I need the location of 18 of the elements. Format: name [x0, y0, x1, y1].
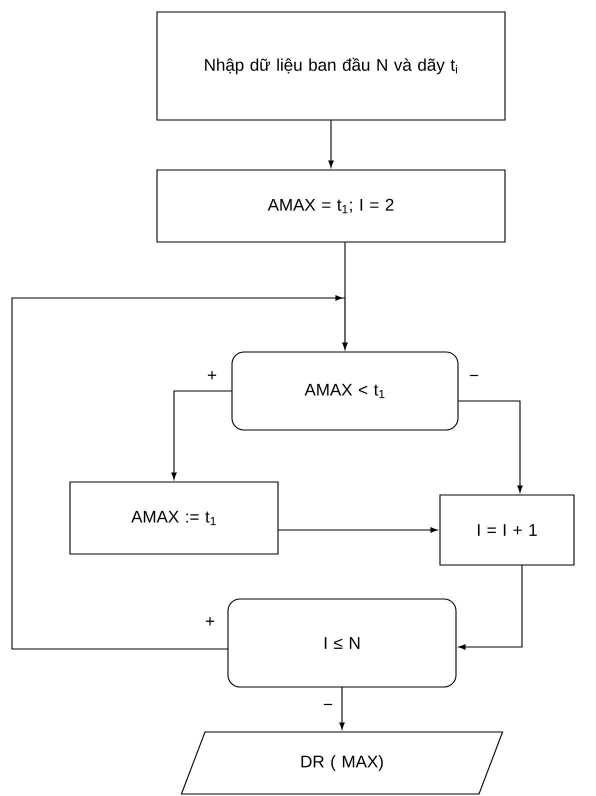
output-parallelogram: DR ( MAX) [180, 731, 504, 795]
arrow [458, 400, 523, 492]
arrow [171, 390, 232, 480]
process-box: I = I + 1 [439, 494, 575, 566]
arrow [11, 295, 348, 650]
decision-box: I ≤ N [227, 598, 457, 688]
arrow [328, 120, 334, 168]
arrow [339, 688, 345, 730]
edge-label: + [204, 616, 216, 628]
edge-label: − [322, 702, 334, 712]
edge-label: − [468, 374, 480, 382]
arrow [458, 566, 523, 650]
process-box: AMAX = t$_{1}$; I = 2 [156, 169, 506, 243]
arrow [278, 527, 438, 533]
edge-label: + [206, 370, 218, 382]
decision-box: AMAX < t$_{1}$ [231, 351, 459, 431]
input-box: Nhập dữ liệu ban đầu N và dãy t$_{i}$ [156, 11, 506, 121]
process-box: AMAX := t$_{1}$ [69, 481, 279, 555]
